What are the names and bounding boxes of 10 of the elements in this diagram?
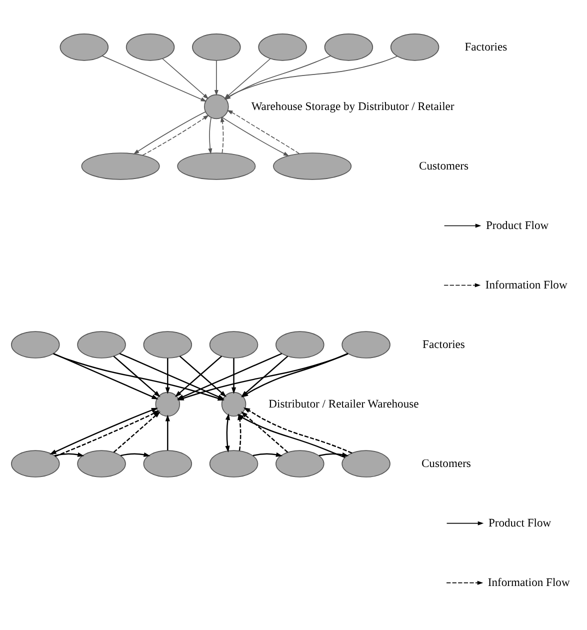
legend-label: Product Flow — [488, 516, 552, 530]
legend-label: Information Flow — [485, 278, 568, 292]
node-label: Distributor / Retailer Warehouse — [268, 397, 419, 410]
label: Customers — [421, 456, 471, 470]
node-label: Warehouse Storage by Distributor / Retailer — [251, 100, 454, 113]
legend-label: Information Flow — [488, 576, 570, 589]
label: Factories — [464, 40, 508, 54]
label: Factories — [422, 338, 465, 351]
label: Customers — [419, 159, 468, 172]
legend-label: Product Flow — [486, 218, 549, 232]
